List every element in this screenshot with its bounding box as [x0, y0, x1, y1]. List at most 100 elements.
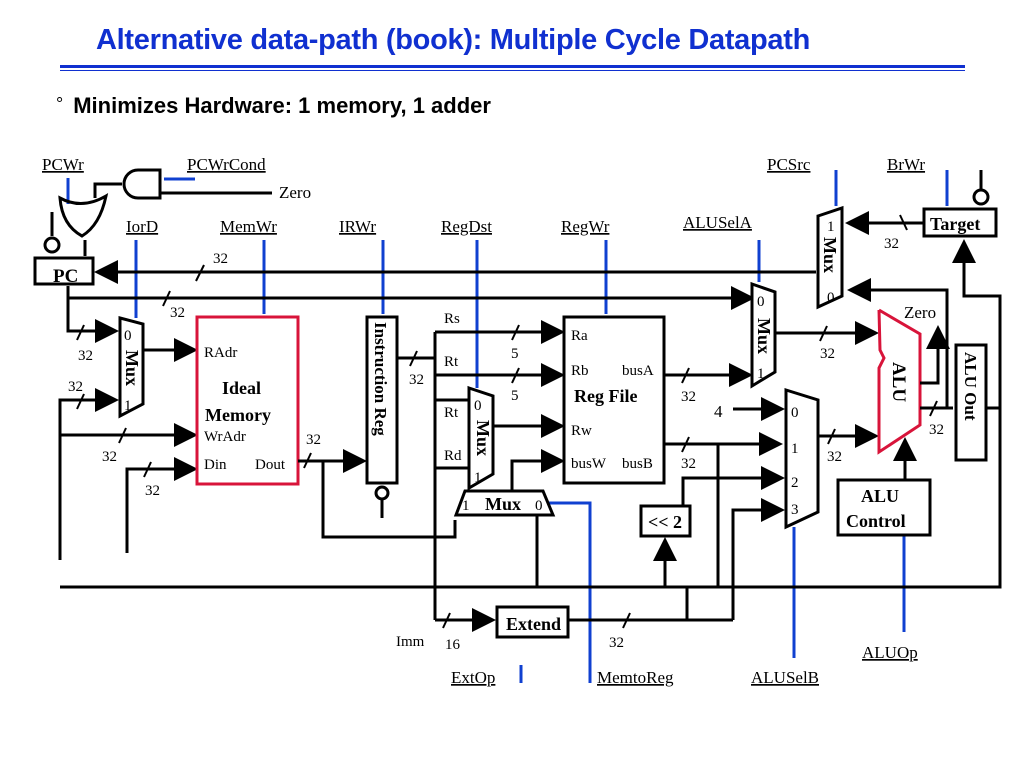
alu-out-register [954, 343, 988, 462]
wire-alu-to-pcsrc-mux [847, 278, 949, 408]
signal-memwr: MemWr [220, 217, 277, 236]
width-label: 32 [884, 236, 899, 252]
bullet-text: Minimizes Hardware: 1 memory, 1 adder [73, 93, 491, 118]
wire-pc-out [66, 286, 754, 300]
alu-control-label: ALU [861, 486, 899, 506]
alu-control-label-2: Control [846, 511, 906, 531]
wire-aluout-to-mux [58, 388, 119, 560]
width-label: 32 [929, 422, 944, 438]
wire-mux-to-busw [510, 449, 565, 491]
alu-control [836, 478, 932, 537]
regfile-busb: busB [622, 456, 653, 472]
width-label: 32 [145, 483, 160, 499]
signal-irwr: IRWr [339, 217, 376, 236]
width-tick [76, 324, 85, 341]
instruction-register-label: Instruction Reg [371, 322, 390, 436]
width-label: 32 [213, 251, 228, 267]
width-label: 32 [827, 449, 842, 465]
signal-regwr: RegWr [561, 217, 610, 236]
clock-pc-icon [43, 236, 61, 254]
alusela-mux [750, 281, 777, 389]
width-tick [819, 325, 828, 342]
mux-input-1: 1 [124, 398, 132, 414]
title-rule-thin [60, 70, 965, 71]
regfile-rb: Rb [571, 363, 589, 379]
mux-label: Mux [473, 420, 493, 456]
label-rt: Rt [444, 354, 459, 370]
or-gate [58, 193, 109, 238]
width-label: 32 [681, 456, 696, 472]
slide-title: Alternative data-path (book): Multiple C… [96, 24, 811, 56]
wire-dout-to-memtoreg [321, 461, 457, 539]
width-label: 32 [68, 379, 83, 395]
wire-aluout-to-target [952, 239, 1002, 408]
label-imm: Imm [396, 634, 425, 650]
signal-pcwr: PCWr [42, 155, 84, 174]
width-label: 32 [102, 449, 117, 465]
width-tick [162, 290, 171, 307]
width-tick [143, 461, 152, 478]
wire-pc-to-mux [66, 298, 119, 343]
signal-alusela: ALUSelA [683, 213, 753, 232]
mux-label: Mux [122, 350, 142, 386]
regfile-title: Reg File [574, 386, 637, 406]
clock-target-icon [972, 188, 990, 206]
pc-register [33, 256, 95, 286]
mux-label: Mux [485, 494, 521, 514]
width-tick [511, 324, 520, 341]
title-rule [60, 65, 965, 68]
alu-out-label: ALU Out [961, 352, 980, 421]
constant-four: 4 [714, 402, 723, 421]
shift-left-2 [639, 504, 692, 538]
mux-input-0: 0 [535, 498, 543, 514]
clock-ir-icon [374, 485, 390, 501]
mux-label: Mux [820, 237, 840, 273]
target-register [922, 207, 998, 238]
mux-input-3: 3 [791, 502, 799, 518]
memory-din: Din [204, 457, 227, 473]
pc-label: PC [53, 266, 78, 287]
regfile-ra: Ra [571, 328, 588, 344]
wire-extend-out [568, 587, 689, 622]
wire-and-to-or [93, 182, 122, 198]
signal-pcwrcond: PCWrCond [187, 155, 266, 174]
width-tick [195, 264, 205, 282]
extend-label: Extend [506, 614, 561, 634]
width-label: 5 [511, 346, 519, 362]
signal-extop: ExtOp [451, 668, 495, 687]
bullet-icon: ° [56, 94, 64, 114]
label-rt-2: Rt [444, 405, 459, 421]
mux-input-1: 1 [757, 366, 765, 382]
alu-zero-label: Zero [904, 303, 936, 322]
mux-input-2: 2 [791, 475, 799, 491]
width-label: 16 [445, 637, 461, 653]
width-label: 32 [170, 305, 185, 321]
width-label: 32 [820, 346, 835, 362]
mux-input-0: 0 [124, 328, 132, 344]
width-tick [827, 428, 836, 445]
bullet-point: ° Minimizes Hardware: 1 memory, 1 adder [56, 93, 491, 119]
width-tick [511, 367, 520, 384]
wire-extend-to-mux [731, 498, 785, 620]
mux-input-1: 1 [827, 219, 835, 235]
width-label: 5 [511, 388, 519, 404]
width-tick [681, 436, 690, 453]
memtoreg-mux [453, 489, 556, 517]
instruction-register [365, 315, 399, 485]
regfile-busw: busW [571, 456, 607, 472]
label-rd: Rd [444, 448, 462, 464]
regfile-busa: busA [622, 363, 654, 379]
width-tick [622, 612, 631, 629]
mux-input-0: 0 [827, 290, 835, 306]
target-label: Target [930, 214, 980, 234]
memory-title-2: Memory [205, 405, 271, 425]
alu-label: ALU [888, 362, 909, 402]
control-line-memtoreg [546, 501, 592, 683]
regdst-mux [467, 385, 495, 491]
mux-input-0: 0 [474, 398, 482, 414]
mux-input-1: 1 [474, 470, 482, 486]
width-tick [409, 350, 418, 367]
width-tick [118, 427, 127, 444]
width-tick [681, 367, 690, 384]
